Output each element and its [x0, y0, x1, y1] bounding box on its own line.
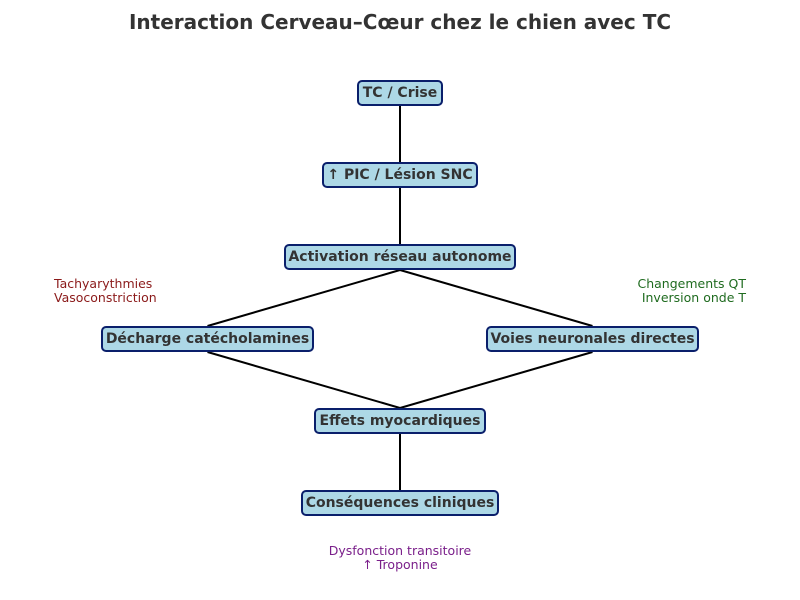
edge-activation-to-voies: [399, 269, 593, 327]
node-decharge-catecholamines: Décharge catécholamines: [101, 326, 314, 352]
note-right: Changements QT Inversion onde T: [637, 277, 746, 305]
node-tc-crise: TC / Crise: [357, 80, 443, 106]
diagram-title: Interaction Cerveau–Cœur chez le chien a…: [128, 10, 672, 34]
node-effets-myocardiques: Effets myocardiques: [314, 408, 486, 434]
node-consequences-cliniques: Conséquences cliniques: [301, 490, 499, 516]
note-left: Tachyarythmies Vasoconstriction: [54, 277, 157, 305]
note-bottom: Dysfonction transitoire ↑ Troponine: [250, 544, 550, 572]
edge-activation-to-decharge: [207, 269, 401, 327]
edge-voies-to-effets: [399, 351, 593, 409]
note-bottom-line-1: Dysfonction transitoire: [328, 543, 472, 558]
node-pic-lesion: ↑ PIC / Lésion SNC: [322, 162, 478, 188]
node-activation-reseau: Activation réseau autonome: [284, 244, 516, 270]
note-left-line-2: Vasoconstriction: [54, 290, 157, 305]
edge-decharge-to-effets: [207, 351, 401, 409]
node-voies-neuronales: Voies neuronales directes: [486, 326, 699, 352]
note-right-line-1: Changements QT: [637, 276, 746, 291]
note-right-line-2: Inversion onde T: [641, 290, 746, 305]
note-left-line-1: Tachyarythmies: [54, 276, 153, 291]
note-bottom-line-2: ↑ Troponine: [362, 557, 438, 572]
